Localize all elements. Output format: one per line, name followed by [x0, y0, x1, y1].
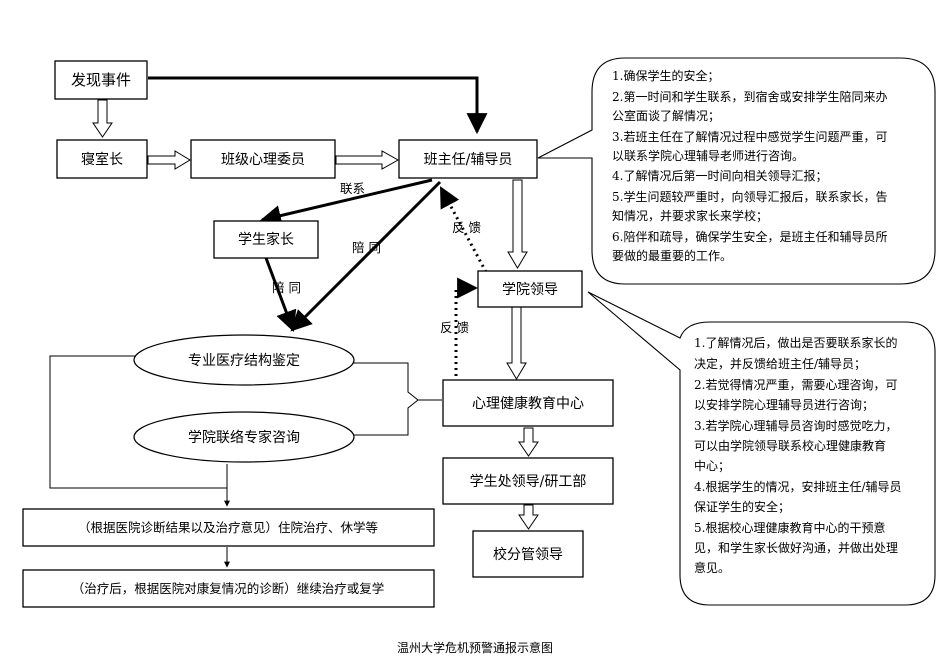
edge-label-feedback: 反 馈 — [452, 220, 481, 235]
node-head-teacher: 班主任/辅导员 — [398, 139, 538, 179]
edge-feedback-to-head-teacher — [439, 186, 488, 273]
node-label: 心理健康教育中心 — [472, 395, 584, 412]
node-parents: 学生家长 — [213, 220, 319, 259]
note-line: 5.学生问题较严重时，向领导汇报后，联系家长，告 — [612, 189, 887, 204]
note-line: 3.若学院心理辅导员咨询时感觉吃力， — [694, 418, 897, 433]
node-label: 学院领导 — [502, 282, 558, 298]
node-label: 专业医疗结构鉴定 — [188, 353, 300, 369]
edge-head-teacher-to-college-leader — [507, 179, 528, 269]
note-line: 4.根据学生的情况，安排班主任/辅导员 — [694, 479, 902, 494]
edge-label-accompany: 陪 同 — [352, 240, 381, 255]
node-class-psych-committee: 班级心理委员 — [190, 139, 336, 179]
edge-mental-center-to-student-affairs — [518, 427, 539, 457]
node-mental-health-center: 心理健康教育中心 — [442, 379, 614, 427]
node-resume-study: （治疗后，根据医院对康复情况的诊断）继续治疗或复学 — [22, 569, 435, 608]
note-line: 见，和学生家长做好沟通，并做出处理 — [694, 540, 898, 555]
head-teacher-note-lines: 1.确保学生的安全； 2.第一时间和学生联系，到宿舍或安排学生陪同来办 公室面谈… — [612, 68, 887, 263]
node-label: （根据医院诊断结果以及治疗意见）住院治疗、休学等 — [78, 520, 378, 535]
node-label: 学生处领导/研工部 — [470, 474, 587, 490]
note-line: 以联系学院心理辅导老师进行咨询。 — [612, 148, 804, 163]
edge-student-affairs-to-school-leader — [518, 504, 539, 530]
note-line: 2.若觉得情况严重，需要心理咨询，可 — [694, 377, 897, 392]
node-label: 学院联络专家咨询 — [188, 429, 300, 446]
node-student-affairs: 学生处领导/研工部 — [442, 457, 614, 505]
edge-left-vertical — [49, 355, 227, 489]
node-label: 学生家长 — [238, 231, 294, 248]
note-line: 3.若班主任在了解情况过程中感觉学生问题严重，可 — [612, 129, 887, 144]
note-line: 可以由学院领导联系校心理健康教育 — [694, 438, 886, 453]
note-line: 意见。 — [694, 560, 730, 575]
head-teacher-note-callout: 1.确保学生的安全； 2.第一时间和学生联系，到宿舍或安排学生陪同来办 公室面谈… — [537, 57, 936, 285]
college-leader-note-callout: 1.了解情况后，做出是否要联系家长的 决定，并反馈给班主任/辅导员； 2.若觉得… — [587, 291, 936, 606]
node-treatment: （根据医院诊断结果以及治疗意见）住院治疗、休学等 — [22, 508, 435, 547]
edge-class-psych-to-head-teacher — [335, 150, 400, 170]
edge-accompany-from-parents — [264, 257, 297, 332]
note-line: 6.陪伴和疏导，确保学生安全，是班主任和辅导员所 — [612, 229, 887, 244]
note-line: 公室面谈了解情况； — [612, 108, 720, 123]
node-college-leader: 学院领导 — [477, 270, 583, 308]
edge-college-leader-to-mental-center — [506, 306, 527, 380]
edge-feedback-to-college-leader — [454, 277, 479, 382]
note-line: 4.了解情况后第一时间向相关领导汇报； — [612, 168, 827, 183]
edge-ellipses-to-mental-center — [348, 362, 442, 436]
note-line: 要做的最重要的工作。 — [612, 248, 732, 263]
node-hospital-evaluation: 专业医疗结构鉴定 — [133, 334, 355, 386]
edge-label-accompany: 陪 同 — [272, 280, 301, 295]
college-leader-note-lines: 1.了解情况后，做出是否要联系家长的 决定，并反馈给班主任/辅导员； 2.若觉得… — [694, 335, 902, 575]
edge-label-contact: 联系 — [340, 181, 365, 196]
edge-discover-to-dorm-leader — [92, 99, 113, 138]
note-line: 2.第一时间和学生联系，到宿舍或安排学生陪同来办 — [612, 89, 887, 104]
note-line: 知情况，并要求家长来学校； — [612, 208, 768, 223]
node-dorm-leader: 寝室长 — [56, 139, 148, 179]
node-label: 寝室长 — [81, 151, 123, 168]
node-discover-event: 发现事件 — [54, 60, 148, 100]
node-school-leader: 校分管领导 — [472, 530, 584, 578]
node-label: （治疗后，根据医院对康复情况的诊断）继续治疗或复学 — [72, 581, 385, 596]
note-line: 以安排学院心理辅导员进行咨询； — [694, 397, 874, 412]
note-line: 保证学生的安全； — [694, 499, 790, 514]
node-label: 发现事件 — [71, 71, 131, 89]
node-label: 班主任/辅导员 — [424, 152, 513, 168]
note-line: 5.根据校心理健康教育中心的干预意 — [694, 520, 885, 535]
diagram-caption: 温州大学危机预警通报示意图 — [397, 640, 553, 655]
edge-dorm-leader-to-class-psych — [147, 150, 191, 170]
edge-contact-parents — [259, 178, 433, 226]
edge-accompany-from-head-teacher — [290, 180, 442, 332]
note-line: 决定，并反馈给班主任/辅导员； — [694, 356, 866, 371]
node-expert-consultation: 学院联络专家咨询 — [133, 411, 355, 463]
note-line: 1.确保学生的安全； — [612, 68, 719, 83]
node-label: 校分管领导 — [493, 546, 563, 563]
node-label: 班级心理委员 — [221, 152, 305, 168]
note-line: 1.了解情况后，做出是否要联系家长的 — [694, 335, 897, 350]
edge-label-feedback: 反 馈 — [440, 320, 469, 335]
edge-discover-to-head-teacher — [148, 76, 488, 135]
note-line: 中心； — [694, 458, 730, 473]
